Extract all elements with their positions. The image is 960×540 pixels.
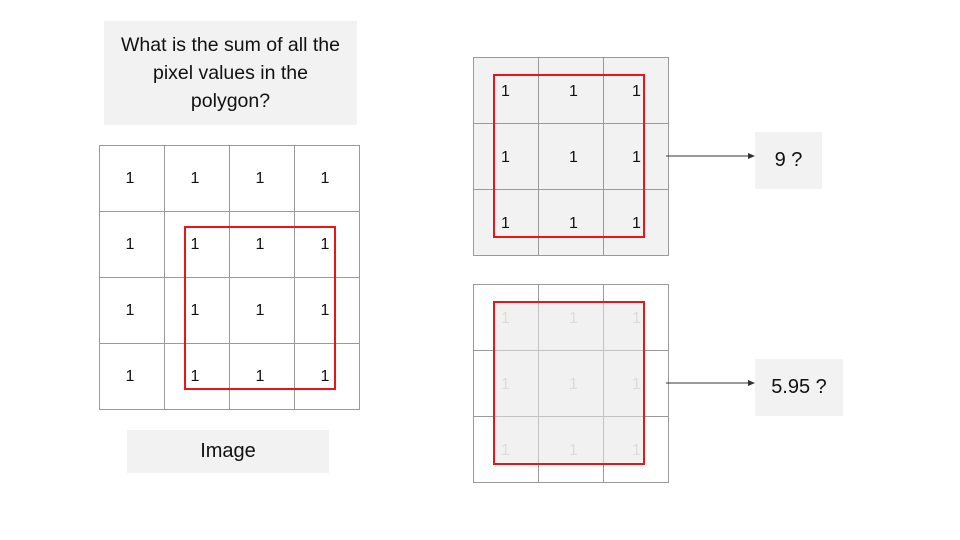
bottom-example-polygon-outline bbox=[493, 301, 645, 465]
pixel-cell: 1 bbox=[230, 278, 295, 344]
pixel-cell: 1 bbox=[295, 212, 360, 278]
pixel-cell: 1 bbox=[295, 278, 360, 344]
bottom-answer: 5.95 ? bbox=[771, 376, 827, 398]
pixel-cell: 1 bbox=[539, 58, 604, 124]
pixel-cell: 1 bbox=[295, 146, 360, 212]
pixel-cell: 1 bbox=[100, 344, 165, 410]
top-answer-box: 9 ? bbox=[755, 132, 822, 189]
pixel-cell: 1 bbox=[100, 146, 165, 212]
pixel-cell: 1 bbox=[474, 58, 539, 124]
pixel-cell: 1 bbox=[165, 212, 230, 278]
pixel-cell: 1 bbox=[295, 344, 360, 410]
question-box: What is the sum of all the pixel values … bbox=[104, 21, 357, 125]
pixel-cell: 1 bbox=[474, 190, 539, 256]
question-text: What is the sum of all the pixel values … bbox=[121, 34, 340, 112]
image-caption: Image bbox=[200, 440, 256, 462]
pixel-cell: 1 bbox=[604, 58, 669, 124]
image-polygon-outline bbox=[184, 226, 336, 390]
bottom-arrow bbox=[666, 380, 755, 386]
pixel-cell: 1 bbox=[604, 124, 669, 190]
image-caption-box: Image bbox=[127, 430, 329, 473]
pixel-cell: 1 bbox=[100, 212, 165, 278]
bottom-answer-box: 5.95 ? bbox=[755, 359, 843, 416]
pixel-cell: 1 bbox=[230, 212, 295, 278]
top-arrow bbox=[666, 153, 755, 159]
pixel-cell: 1 bbox=[474, 124, 539, 190]
top-example-polygon-outline bbox=[493, 74, 645, 238]
pixel-cell: 1 bbox=[165, 344, 230, 410]
pixel-cell: 1 bbox=[539, 124, 604, 190]
pixel-cell: 1 bbox=[230, 344, 295, 410]
pixel-cell: 1 bbox=[230, 146, 295, 212]
pixel-cell: 1 bbox=[100, 278, 165, 344]
pixel-cell: 1 bbox=[539, 190, 604, 256]
pixel-cell: 1 bbox=[165, 146, 230, 212]
pixel-cell: 1 bbox=[165, 278, 230, 344]
pixel-cell: 1 bbox=[604, 190, 669, 256]
top-answer: 9 ? bbox=[774, 149, 803, 171]
